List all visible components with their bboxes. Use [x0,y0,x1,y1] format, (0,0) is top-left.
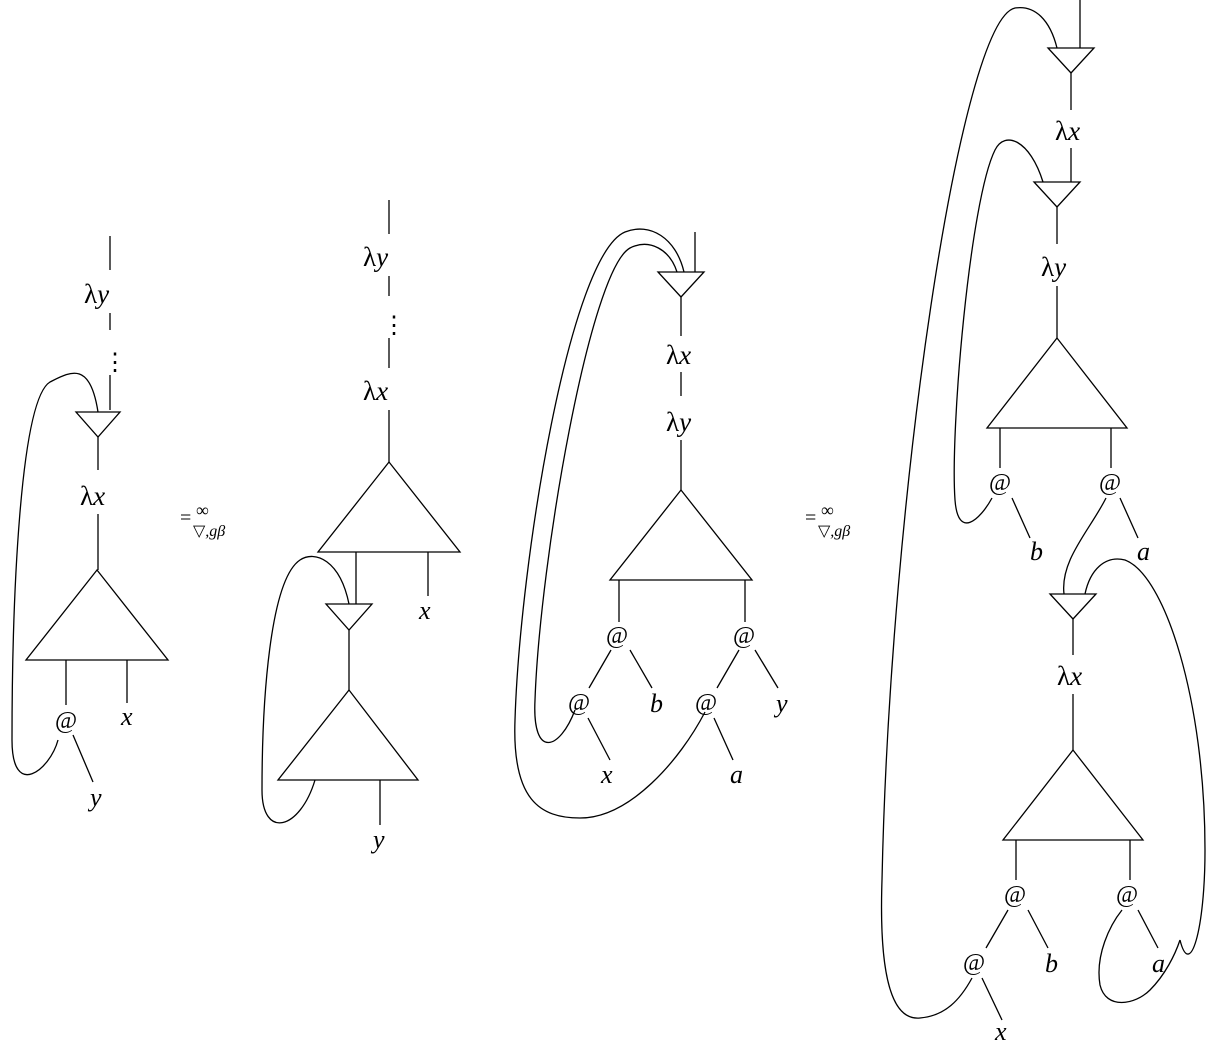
duplicator-node [1046,47,1096,74]
var-a-label: a [730,760,743,789]
eq-symbol: = [180,507,191,529]
edge [588,649,612,689]
loop-edge-small [953,139,1044,524]
application-node: @ [55,708,77,734]
equivalence-sign-1: = ∞ ▽,gβ [180,500,225,540]
edge [1027,909,1049,949]
application-node: @ [733,623,755,649]
eq-superscript: ∞ [196,500,209,520]
loop-edge-inner [534,243,678,744]
var-x-label: x [600,760,613,789]
subgraph-triangle [316,460,462,553]
var-b-label: b [1030,537,1043,566]
lambda-x-node: λx [80,481,105,511]
application-node: @ [1099,470,1121,496]
subgraph-triangle [1001,748,1145,841]
vdots: ⋮ [382,313,406,339]
edge [1011,497,1031,539]
application-node: @ [1004,882,1026,908]
application-node: @ [1116,882,1138,908]
graph-4: λx λy @ @ b a λx @ @ @ b a x [880,0,1206,1042]
graph-3: λx λy @ @ @ b @ y x a [514,228,788,819]
loop-edge [261,555,350,824]
edge [587,717,611,761]
loop-edge-right [1084,558,1206,955]
lambda-y-node: λy [363,242,388,272]
duplicator-node [656,271,706,298]
loop-edge-outer [514,228,706,819]
application-node: @ [606,623,628,649]
edge [1137,909,1159,949]
lambda-y-node: λy [1041,252,1066,282]
var-b-label: b [1045,949,1058,978]
subgraph-triangle [24,568,170,661]
subgraph-triangle [985,336,1129,429]
var-x-label: x [994,1017,1007,1042]
var-y-label: y [773,689,788,718]
duplicator-node [74,411,122,438]
lambda-x-node: λx [1057,661,1082,691]
loop-edge [11,372,99,776]
lambda-y-node: λy [666,407,691,437]
lambda-x-node: λx [666,340,691,370]
edge [981,977,1003,1021]
eq-superscript: ∞ [821,500,834,520]
edge [713,717,734,761]
edge [629,649,653,689]
application-node: @ [695,690,717,716]
graph-1: λy ⋮ λx @ x y [11,236,170,812]
edge [72,734,94,783]
subgraph-triangle [276,688,420,781]
loop-edge-outer [880,7,1058,1019]
lambda-x-node: λx [363,376,388,406]
edge [754,649,779,689]
edge-cross [1063,497,1107,595]
edge [985,909,1009,949]
eq-subscript: ▽,gβ [193,523,225,540]
var-a-label: a [1152,949,1165,978]
var-b-label: b [650,689,663,718]
duplicator-node [1032,181,1082,208]
lambda-y-node: λy [84,279,109,309]
eq-subscript: ▽,gβ [818,523,850,540]
var-a-label: a [1137,537,1150,566]
var-y-label: y [87,783,102,812]
var-x-label: x [418,596,431,625]
edge [716,649,740,689]
subgraph-triangle [608,488,754,581]
equivalence-sign-2: = ∞ ▽,gβ [805,500,850,540]
var-x-label: x [120,702,133,731]
duplicator-node [324,603,374,631]
duplicator-node [1048,593,1098,620]
vdots: ⋮ [103,350,127,376]
var-y-label: y [370,825,385,854]
lambda-x-node: λx [1055,116,1080,146]
edge [1119,497,1139,539]
application-node: @ [963,950,985,976]
graph-2: λy ⋮ λx x y [261,200,462,854]
application-node: @ [989,470,1011,496]
self-loop-edge [1098,909,1181,1003]
application-node: @ [568,690,590,716]
eq-symbol: = [805,507,816,529]
